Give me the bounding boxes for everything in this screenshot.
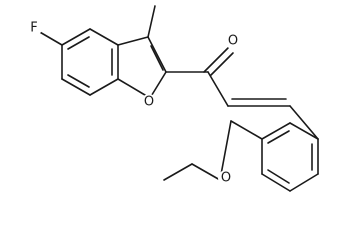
bond <box>163 163 193 181</box>
bond <box>289 122 319 140</box>
bond <box>191 163 221 181</box>
bond <box>289 173 319 192</box>
bond <box>117 78 151 99</box>
bond <box>230 120 263 140</box>
bond <box>61 28 91 46</box>
ether-oxygen-atom: O <box>218 170 234 186</box>
fluorine-label: F <box>30 21 37 36</box>
bond <box>67 36 90 50</box>
carbonyl-oxygen-atom: O <box>225 33 241 49</box>
bond <box>210 52 234 76</box>
bond <box>37 30 63 46</box>
bond <box>261 122 291 140</box>
ether-oxygen-label: O <box>221 171 231 186</box>
bond <box>267 130 290 144</box>
bonds-layer <box>37 5 319 192</box>
bond <box>150 45 164 71</box>
atom-labels-layer: F O O O <box>26 20 241 186</box>
bond <box>89 28 119 46</box>
carbonyl-oxygen-label: O <box>228 34 238 49</box>
bond <box>219 120 232 181</box>
chemical-structure: F O O O <box>26 5 319 192</box>
bond <box>267 169 290 184</box>
bond <box>207 71 229 107</box>
bond <box>261 173 291 192</box>
ring-oxygen-label: O <box>144 95 154 110</box>
bond <box>289 105 319 140</box>
bond <box>117 36 149 46</box>
bond <box>203 47 229 73</box>
bond <box>149 71 167 99</box>
bond <box>89 78 119 96</box>
ring-oxygen-atom: O <box>141 94 157 110</box>
bond <box>67 74 90 88</box>
fluorine-atom: F <box>26 20 42 36</box>
bond <box>147 5 156 38</box>
bond <box>147 36 167 73</box>
bond <box>61 78 91 96</box>
